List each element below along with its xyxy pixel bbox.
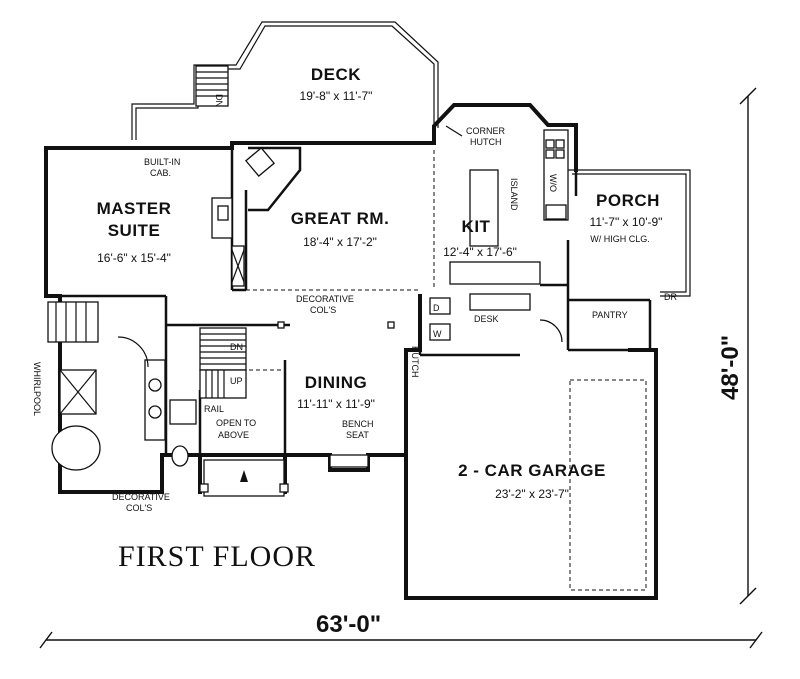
kitchen-island [469,169,499,247]
built-in-label-2: CAB. [150,168,171,178]
porch-note: W/ HIGH CLG. [590,234,650,244]
garage-label: 2 - CAR GARAGE [458,461,606,480]
deck-label: DECK [311,65,361,84]
pantry-label: PANTRY [592,310,628,320]
bath-fixtures [47,301,197,471]
bench-label-1: BENCH [342,419,374,429]
svg-text:W: W [433,329,442,339]
entry-arrow-icon [240,470,248,482]
overall-width: 63'-0" [316,611,381,638]
stairs-up-label: UP [230,376,243,386]
powder-sink [169,399,197,425]
bench-label-2: SEAT [346,430,369,440]
stairs-dn-label: DN [230,342,243,352]
decorative-top-label-1: DECORATIVE [296,294,354,304]
garage-size: 23'-2" x 23'-7" [495,487,569,501]
decorative-bot-label-1: DECORATIVE [112,492,170,502]
decorative-column [277,321,285,329]
fireplace-icon [244,146,276,178]
desk-label: DESK [474,314,499,324]
built-in-label-1: BUILT-IN [144,157,180,167]
entry [199,321,395,497]
island-label: ISLAND [509,178,519,211]
great-room-label: GREAT RM. [291,209,390,228]
kitchen-fixtures: D W [429,129,569,343]
decorative-column [387,321,395,329]
svg-text:D: D [433,303,440,313]
vanity [144,359,166,441]
open-above-label-1: OPEN TO [216,418,256,428]
master-suite-label-1: MASTER [97,199,172,218]
bath-door-swing [117,336,149,368]
deck-size: 19'-8" x 11'-7" [300,89,373,103]
rail-label: RAIL [204,404,224,414]
dining-size: 11'-11" x 11'-9" [297,397,375,411]
kitchen-size: 12'-4" x 17'-6" [443,245,517,259]
kitchen-label: KIT [462,217,491,236]
open-boundaries [199,150,647,591]
corner-hutch-label-2: HUTCH [470,137,502,147]
deck: DN [131,21,439,140]
desk-counter [469,293,531,311]
open-above-label-2: ABOVE [218,430,249,440]
porch-label: PORCH [596,191,660,210]
stairs [199,327,247,399]
hutch-label: HUTCH [410,346,420,378]
decorative-top-label-2: COL'S [310,305,336,315]
dimension-lines [39,87,763,649]
whirlpool-label: WHIRLPOOL [32,362,42,416]
porch-size: 11'-7" x 10'-9" [590,215,663,229]
dining-label: DINING [305,373,368,392]
decorative-bot-label-2: COL'S [126,503,152,513]
overall-depth: 48'-0" [717,335,744,400]
corner-hutch-label-1: CORNER [466,126,506,136]
garage-outline [569,379,647,591]
deck-stairs [195,65,229,107]
deck-stairs-label: DN [214,94,224,107]
whirlpool-tub [51,425,101,471]
master-suite-label-2: SUITE [108,221,161,240]
great-room-size: 18'-4" x 17'-2" [303,235,377,249]
plan-title: FIRST FLOOR [118,540,316,573]
toilet [171,445,189,467]
master-suite-size: 16'-6" x 15'-4" [97,251,171,265]
bench-seat [329,454,369,468]
labels: DECK 19'-8" x 11'-7" MASTER SUITE 16'-6"… [32,65,744,638]
dr-label: DR [664,292,677,302]
kitchen-peninsula [449,261,541,285]
kitchen-door-swing [539,319,563,343]
exterior-walls [44,103,691,600]
wo-label: W/O [548,174,558,192]
